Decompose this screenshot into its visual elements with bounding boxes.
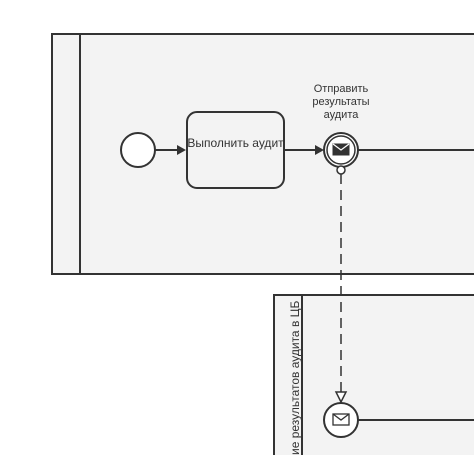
- sequence-flow-start-to-task[interactable]: [155, 145, 186, 155]
- message-flow[interactable]: [334, 165, 348, 404]
- intermediate-message-event[interactable]: [323, 132, 359, 168]
- envelope-icon: [332, 143, 350, 156]
- sequence-flow-task-to-event[interactable]: [284, 145, 324, 155]
- event-label: Отправить результаты аудита: [312, 83, 370, 121]
- lower-pool-label: ие результатов аудита в ЦБ: [288, 300, 302, 455]
- message-flow-source-marker: [336, 165, 346, 175]
- lower-pool[interactable]: [273, 294, 474, 455]
- start-event[interactable]: [120, 132, 156, 168]
- task-label: Выполнить аудит: [187, 136, 284, 150]
- message-flow-arrowhead: [334, 391, 348, 404]
- message-start-event[interactable]: [323, 402, 359, 438]
- envelope-outline-icon: [332, 413, 350, 426]
